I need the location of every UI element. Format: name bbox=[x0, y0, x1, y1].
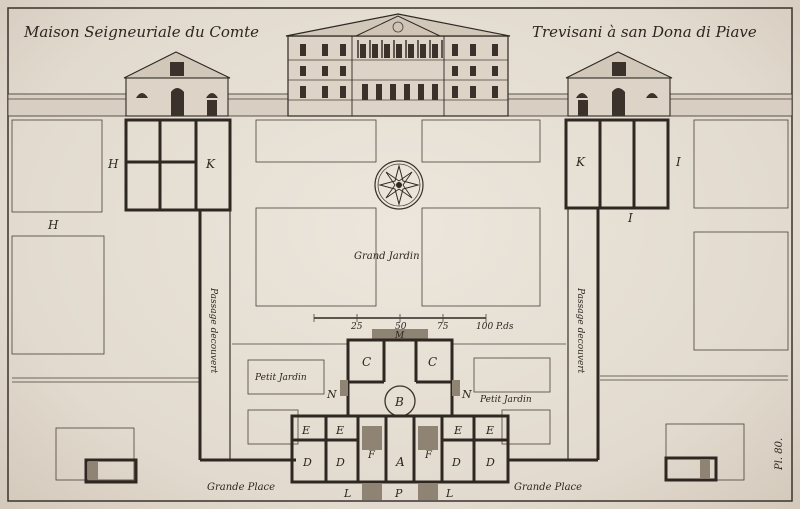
plan-letter-e: E bbox=[301, 424, 310, 437]
plan-letter-d: D bbox=[485, 456, 495, 469]
plan-letter-h: H bbox=[107, 157, 119, 171]
plan-letter-e: E bbox=[453, 424, 462, 437]
plan-letter-l: L bbox=[343, 487, 351, 500]
villa-elevation bbox=[285, 13, 511, 117]
label-grande-place-left: Grande Place bbox=[207, 482, 275, 493]
plate-number: Pl. 80. bbox=[774, 438, 785, 471]
petit-jardin-left-bed bbox=[247, 359, 325, 395]
scale-tick-label: 75 bbox=[437, 322, 449, 332]
right-outbuilding-plan bbox=[564, 118, 670, 210]
label-petit-jardin-right: Petit Jardin bbox=[479, 395, 532, 405]
scale-tick-label: 100 P.ds bbox=[476, 322, 514, 332]
plan-letter-k: K bbox=[575, 155, 586, 169]
scale-bar bbox=[313, 314, 487, 322]
plan-letter-f: F bbox=[424, 450, 433, 461]
plan-letter-k: K bbox=[205, 157, 216, 171]
label-passage-right: Passage decouvert bbox=[575, 287, 585, 374]
label-grande-place-right: Grande Place bbox=[514, 482, 582, 493]
passage-walls bbox=[198, 208, 600, 462]
title-right: Trevisani à san Dona di Piave bbox=[532, 23, 757, 41]
villa-ground-plan bbox=[290, 329, 510, 500]
plan-letter-i: I bbox=[675, 155, 681, 169]
petit-jardin-right-bed bbox=[473, 357, 551, 393]
plot-h-upper-left bbox=[11, 119, 103, 213]
plan-letter-f: F bbox=[367, 450, 376, 461]
plan-letter-d: D bbox=[335, 456, 345, 469]
label-grand-jardin: Grand Jardin bbox=[354, 251, 420, 262]
plot-i-upper-right bbox=[693, 119, 789, 209]
plan-letter-i: I bbox=[627, 211, 633, 225]
compass-star-icon bbox=[374, 160, 424, 210]
left-outbuilding-plan bbox=[124, 118, 232, 212]
plan-letter-c: C bbox=[428, 355, 437, 369]
label-passage-left: Passage decouvert bbox=[208, 287, 218, 374]
plot-i-lower-right bbox=[693, 231, 789, 351]
plate-border bbox=[7, 7, 793, 502]
plan-letter-d: D bbox=[302, 456, 312, 469]
plan-letter-l: L bbox=[445, 487, 453, 500]
plan-letter-n: N bbox=[326, 388, 337, 401]
plan-letter-c: C bbox=[362, 355, 371, 369]
plan-letter-e: E bbox=[485, 424, 494, 437]
plan-letter-d: D bbox=[451, 456, 461, 469]
plan-letter-a: A bbox=[395, 455, 405, 469]
plan-letter-n: N bbox=[461, 388, 472, 401]
label-petit-jardin-left: Petit Jardin bbox=[254, 373, 307, 383]
plan-letter-b: B bbox=[394, 395, 404, 409]
right-pavilion-elevation bbox=[565, 51, 673, 117]
title-left: Maison Seigneuriale du Comte bbox=[23, 23, 259, 41]
grand-garden-parterres bbox=[255, 119, 541, 307]
left-pavilion-elevation bbox=[123, 51, 231, 117]
scale-tick-label: 50 bbox=[395, 322, 407, 332]
plot-h-lower-left bbox=[11, 235, 105, 355]
plan-letter-h: H bbox=[47, 218, 59, 232]
plan-letter-m: M bbox=[394, 331, 405, 341]
scale-tick-label: 25 bbox=[350, 322, 363, 332]
plan-letter-p: P bbox=[394, 487, 403, 500]
plan-letter-e: E bbox=[335, 424, 344, 437]
